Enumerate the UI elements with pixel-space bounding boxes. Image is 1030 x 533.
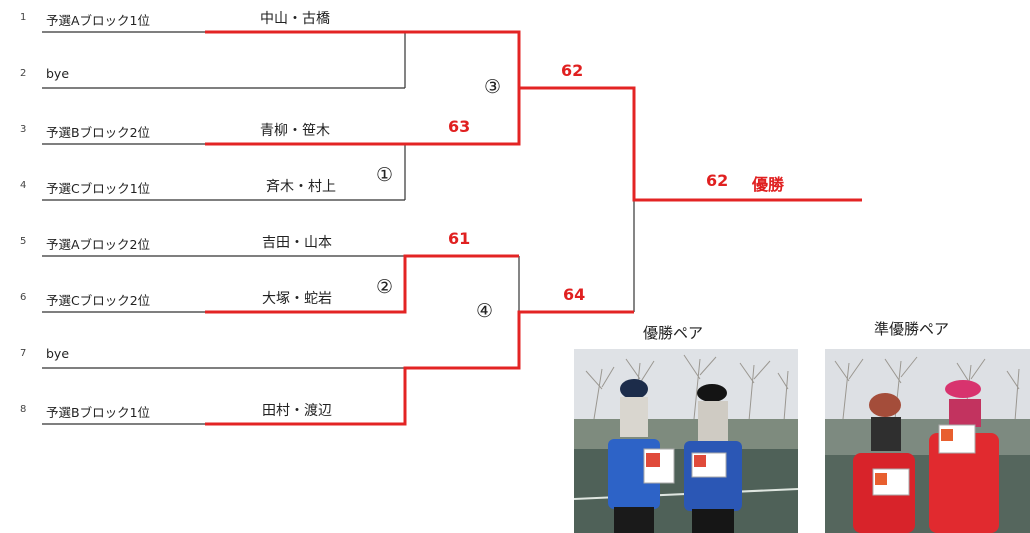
score-semifinal-bottom: 64 — [563, 285, 586, 304]
score-match-2: 61 — [448, 229, 471, 248]
seed-number: 1 — [20, 12, 27, 23]
match-label-3: ③ — [484, 76, 502, 98]
pair-name: 斉木・村上 — [266, 179, 336, 195]
block-label: bye — [46, 66, 70, 81]
block-label: 予選Cブロック1位 — [46, 181, 151, 196]
champion-photo-caption: 優勝ペア — [643, 324, 704, 342]
runner-up-photo-caption: 準優勝ペア — [874, 320, 950, 338]
block-label: 予選Aブロック2位 — [46, 237, 151, 252]
score-semifinal-top: 62 — [561, 61, 584, 80]
seed-number: 3 — [20, 124, 27, 135]
seed-number: 6 — [20, 292, 27, 303]
score-match-1: 63 — [448, 117, 471, 136]
block-label: 予選Bブロック1位 — [46, 405, 151, 420]
pair-name: 吉田・山本 — [262, 235, 332, 251]
block-label: 予選Cブロック2位 — [46, 293, 151, 308]
score-final: 62 — [706, 171, 729, 190]
seed-number: 7 — [20, 348, 27, 359]
champion-label: 優勝 — [752, 175, 785, 194]
runner-up-pair-photo — [825, 349, 1030, 533]
match-label-2: ② — [376, 276, 394, 298]
seed-number: 4 — [20, 180, 27, 191]
block-label: 予選Aブロック1位 — [46, 13, 151, 28]
seed-number: 5 — [20, 236, 27, 247]
pair-name: 大塚・蛇岩 — [262, 291, 332, 307]
match-label-1: ① — [376, 164, 394, 186]
champion-pair-photo — [574, 349, 798, 533]
seed-number: 8 — [20, 404, 27, 415]
pair-name: 青柳・笹木 — [260, 123, 330, 139]
pair-name: 田村・渡辺 — [262, 403, 332, 419]
match-label-4: ④ — [476, 300, 494, 322]
pair-name: 中山・古橋 — [260, 11, 330, 27]
seed-number: 2 — [20, 68, 27, 79]
block-label: 予選Bブロック2位 — [46, 125, 151, 140]
block-label: bye — [46, 346, 70, 361]
